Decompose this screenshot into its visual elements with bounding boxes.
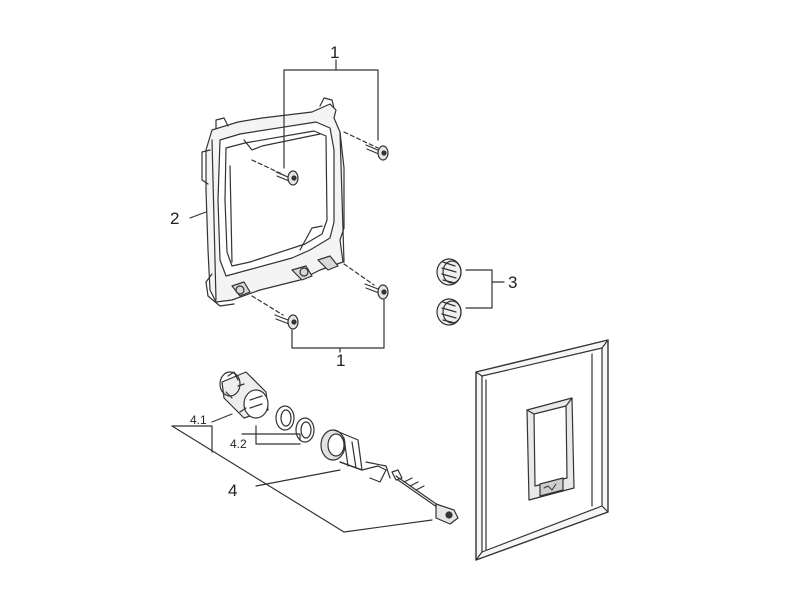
washer-large	[275, 405, 295, 431]
callout-springs: 3	[508, 273, 517, 292]
washer-small	[295, 417, 315, 443]
cartridge-4-1	[219, 371, 269, 419]
callout-sub-4-1: 4.1	[190, 413, 207, 427]
screw-bottom-left	[251, 295, 299, 330]
callout-sub-4-2: 4.2	[230, 437, 247, 451]
leader-frame	[189, 211, 207, 219]
leader-screws-top	[283, 59, 379, 169]
leader-screws-bottom	[291, 299, 385, 353]
leader-springs	[465, 269, 505, 309]
valve-body	[320, 429, 391, 483]
callout-screws-top: 1	[330, 43, 339, 62]
callout-valve: 4	[228, 481, 237, 500]
valve-screw-rod	[391, 469, 459, 525]
spring-top	[436, 258, 462, 286]
screw-top-left	[251, 159, 299, 186]
mounting-frame	[201, 97, 345, 307]
callout-frame: 2	[170, 209, 179, 228]
screw-top-right	[343, 131, 389, 161]
spring-bottom	[436, 298, 462, 326]
flush-button	[526, 397, 575, 501]
screw-bottom-right	[343, 263, 389, 300]
callout-screws-bottom: 1	[336, 351, 345, 370]
leader-valve	[171, 413, 433, 533]
